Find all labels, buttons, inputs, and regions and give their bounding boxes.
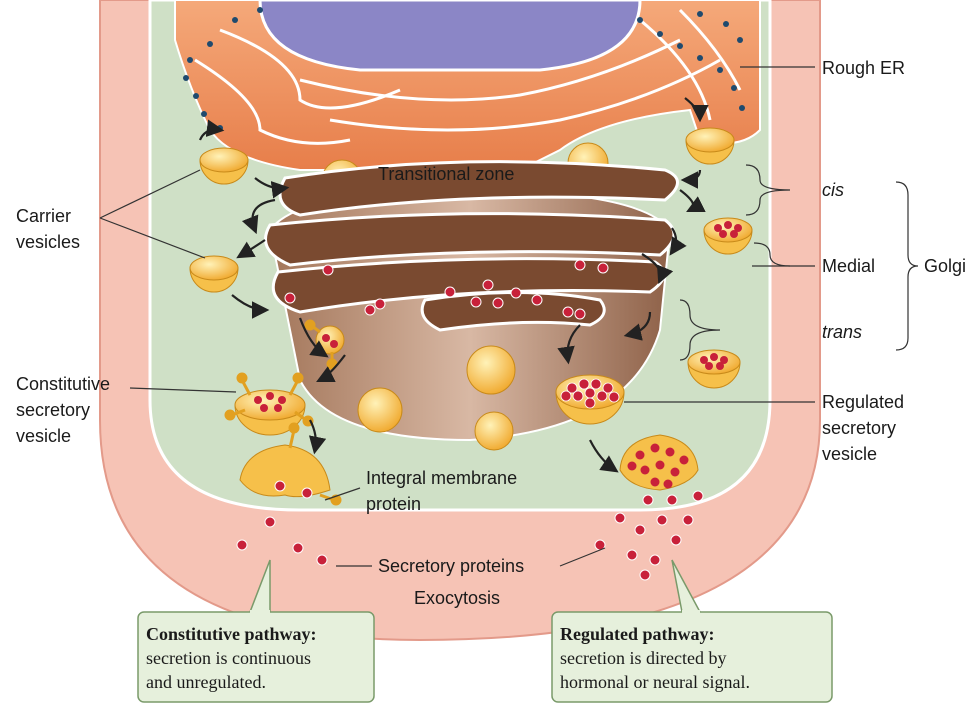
label-golgi: Golgi xyxy=(924,256,966,276)
label-cis: cis xyxy=(822,180,844,200)
regulated-box-title: Regulated pathway: xyxy=(560,624,715,644)
label-integral-membrane-line1: Integral membrane xyxy=(366,468,517,488)
golgi-inner-vesicles xyxy=(357,345,516,451)
label-medial: Medial xyxy=(822,256,875,276)
constitutive-box-line2: and unregulated. xyxy=(146,672,266,692)
regulated-box-line2: hormonal or neural signal. xyxy=(560,672,750,692)
carrier-vesicle-2 xyxy=(189,255,239,293)
regulated-secretory-vesicle xyxy=(555,374,625,425)
label-constitutive-line1: Constitutive xyxy=(16,374,110,394)
golgi-proteins xyxy=(284,259,609,320)
carrier-vesicle-4 xyxy=(703,217,753,255)
label-exocytosis: Exocytosis xyxy=(414,588,500,608)
label-carrier-vesicles-line2: vesicles xyxy=(16,232,80,252)
label-trans: trans xyxy=(822,322,862,342)
secretory-proteins xyxy=(236,480,704,581)
label-transitional-zone: Transitional zone xyxy=(378,164,514,184)
label-regulated-line2: secretory xyxy=(822,418,896,438)
label-regulated-line1: Regulated xyxy=(822,392,904,412)
nucleus xyxy=(258,0,642,72)
constitutive-pathway-callout: Constitutive pathway: secretion is conti… xyxy=(137,559,375,703)
label-secretory-proteins: Secretory proteins xyxy=(378,556,524,576)
carrier-vesicle-1 xyxy=(199,147,249,185)
label-constitutive-line3: vesicle xyxy=(16,426,71,446)
leader-lines xyxy=(99,66,919,567)
golgi-cisternae xyxy=(264,160,679,332)
constitutive-exocytosis xyxy=(239,422,342,506)
regulated-pathway-callout: Regulated pathway: secretion is directed… xyxy=(551,559,833,703)
label-regulated-line3: vesicle xyxy=(822,444,877,464)
carrier-vesicle-5 xyxy=(687,349,741,389)
label-constitutive-line2: secretory xyxy=(16,400,90,420)
constitutive-box-line1: secretion is continuous xyxy=(146,648,311,668)
flow-arrows xyxy=(198,97,709,473)
regulated-exocytosis xyxy=(619,434,699,491)
label-carrier-vesicles-line1: Carrier xyxy=(16,206,71,226)
constitutive-box-title: Constitutive pathway: xyxy=(146,624,317,644)
constitutive-secretory-vesicle xyxy=(224,372,314,436)
ribosomes xyxy=(183,7,745,131)
carrier-vesicles xyxy=(189,127,753,389)
regulated-box-line1: secretion is directed by xyxy=(560,648,726,668)
label-integral-membrane-line2: protein xyxy=(366,494,421,514)
carrier-vesicle-3 xyxy=(685,127,735,165)
label-rough-er: Rough ER xyxy=(822,58,905,78)
